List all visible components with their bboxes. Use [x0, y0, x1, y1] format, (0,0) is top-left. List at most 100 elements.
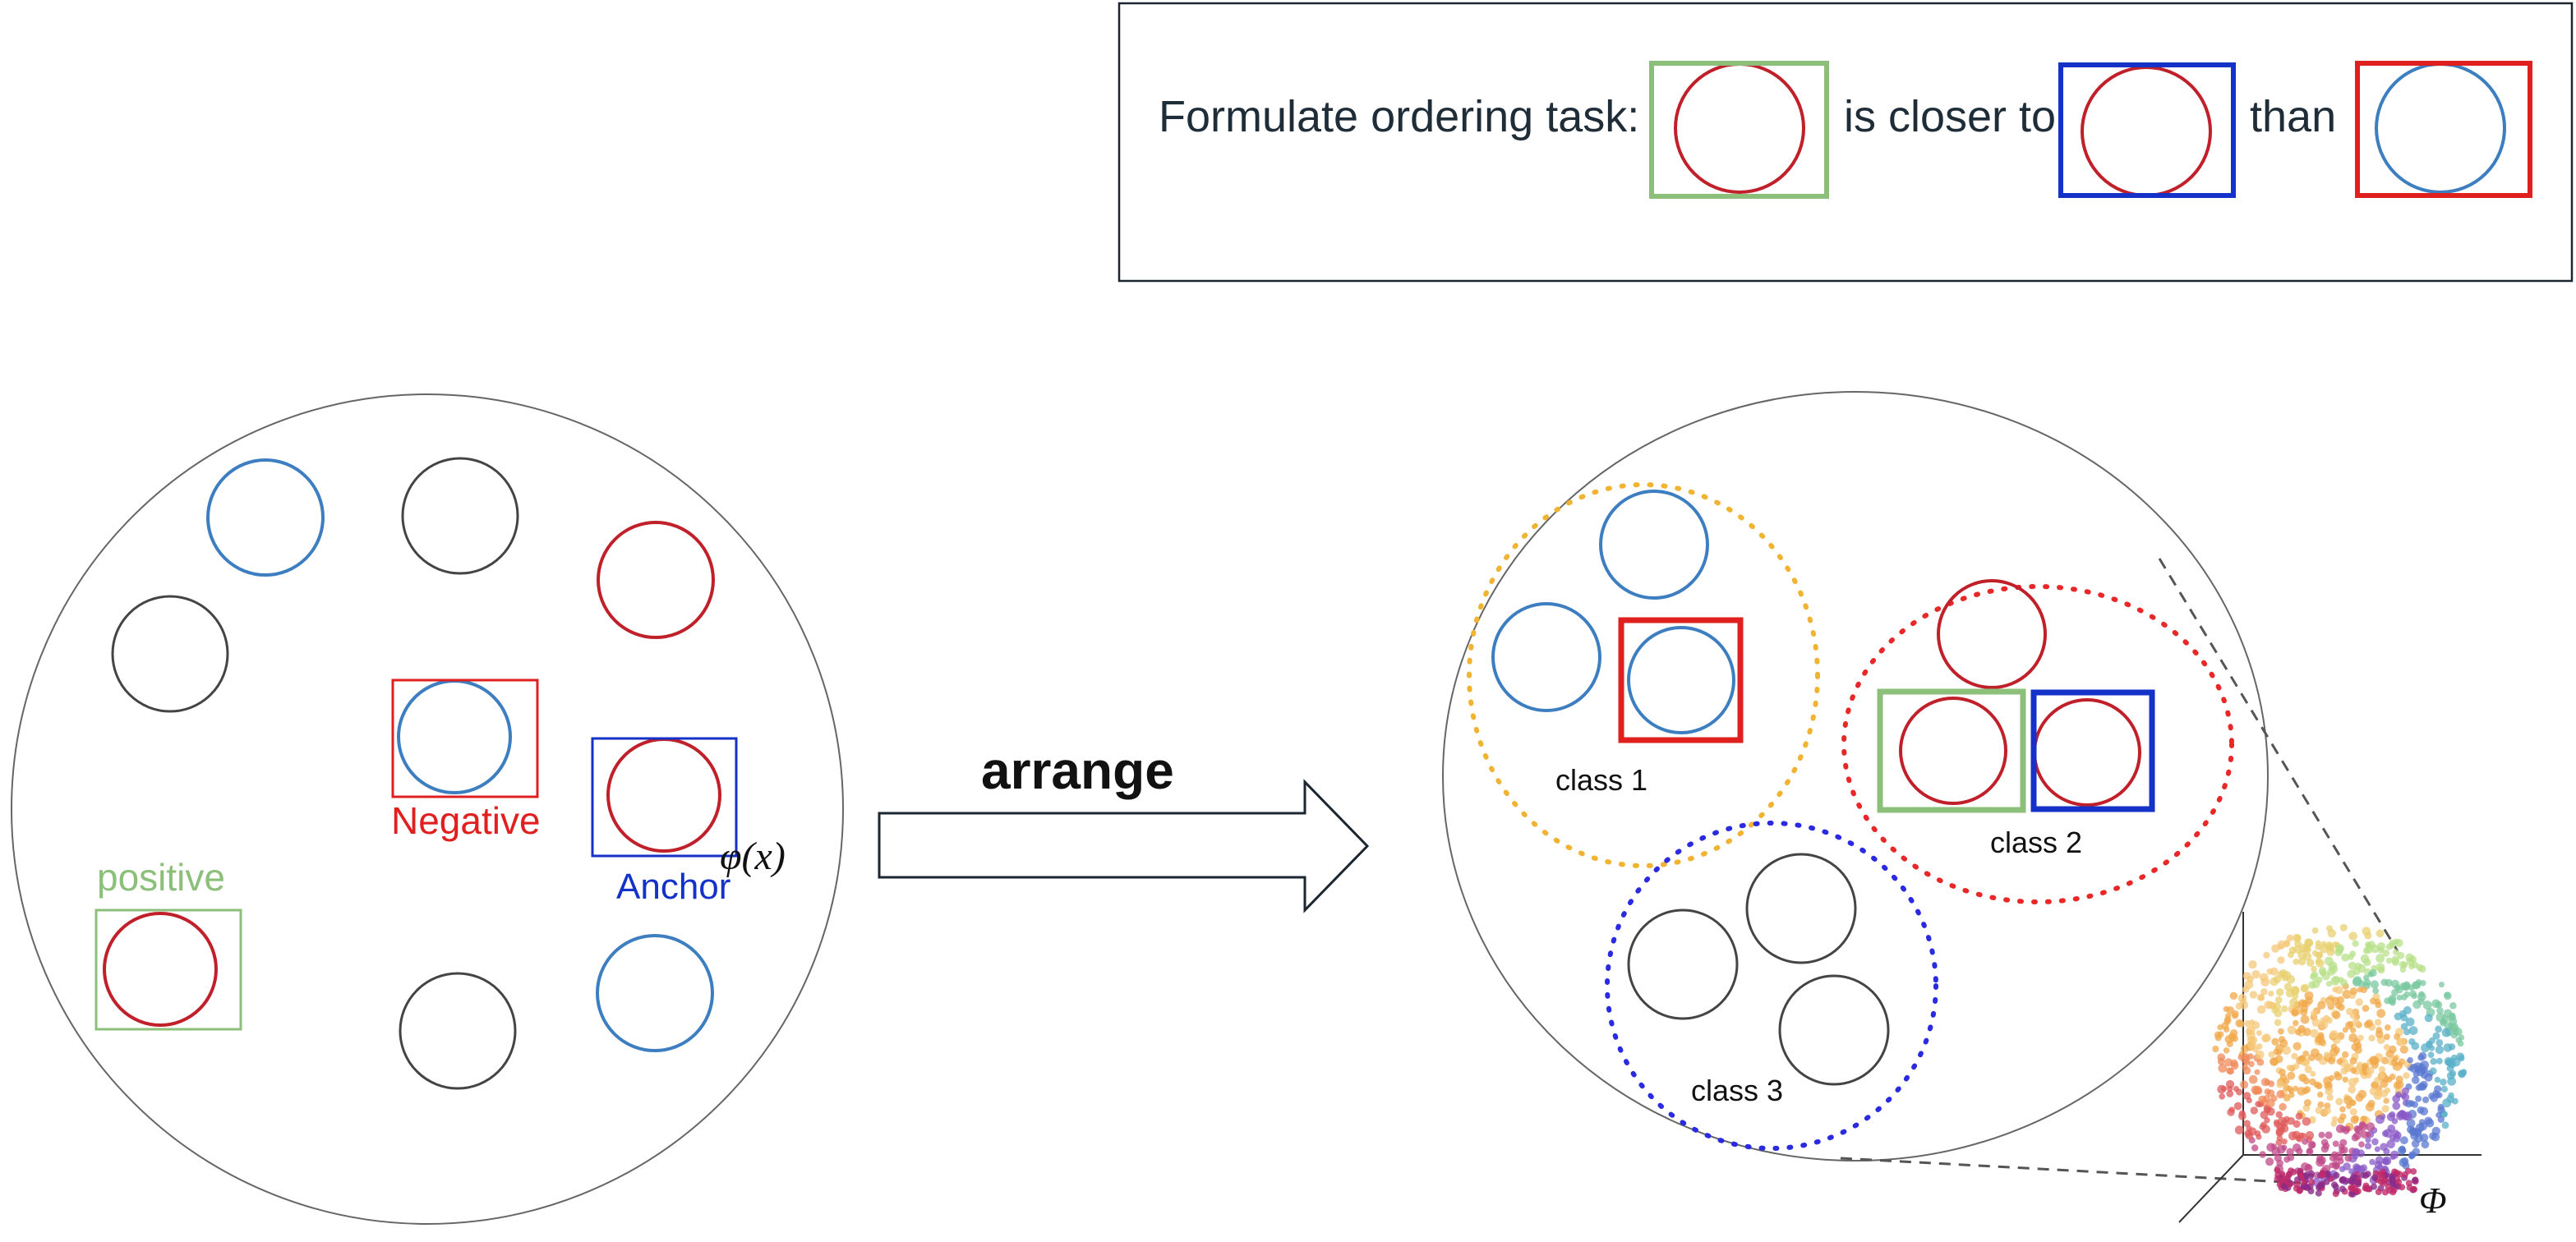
sphere-point [2265, 1157, 2274, 1166]
sphere-point [2386, 1187, 2394, 1194]
ferrari-rear-thumbnail [597, 521, 715, 639]
sphere-point [2348, 1178, 2355, 1185]
ordering-task-panel: Formulate ordering task: is closer to th… [1117, 2, 2574, 283]
sphere-point [2277, 970, 2284, 978]
sphere-point [2376, 929, 2385, 938]
sphere-point [2335, 1097, 2343, 1106]
closer-label: is closer to [1844, 92, 2056, 141]
sphere-point [2441, 1121, 2449, 1129]
sphere-point [2354, 1046, 2362, 1054]
class-1-cluster [1467, 482, 1820, 868]
sphere-point [2403, 1072, 2410, 1079]
sphere-point [2426, 1040, 2432, 1047]
sphere-point [2301, 1162, 2310, 1171]
sphere-point [2244, 1019, 2251, 1028]
sphere-point [2448, 1043, 2456, 1051]
sphere-point [2305, 996, 2314, 1005]
sphere-point [2281, 1138, 2288, 1145]
sphere-point [2366, 1066, 2375, 1075]
sphere-point [2337, 1157, 2344, 1165]
sphere-point [2339, 1113, 2347, 1120]
sphere-point [2392, 1102, 2401, 1111]
sphere-point [2293, 1143, 2302, 1152]
sphere-point [2275, 1111, 2283, 1119]
sphere-point [2339, 1106, 2346, 1113]
sphere-point [2303, 1099, 2311, 1106]
sphere-point [2291, 1052, 2298, 1060]
sphere-point [2326, 1094, 2334, 1102]
sphere-point [2276, 1081, 2283, 1088]
sphere-point [2318, 1131, 2325, 1138]
negative-frame [2355, 61, 2532, 198]
sphere-point [2258, 1095, 2266, 1104]
than-label: than [2250, 92, 2336, 141]
sphere-point [2297, 1024, 2306, 1033]
sphere-point [2263, 951, 2270, 959]
sphere-point [2256, 993, 2265, 1001]
sphere-point [2240, 1080, 2249, 1089]
sphere-point [2274, 1019, 2282, 1027]
sphere-point [2412, 981, 2422, 989]
sphere-point [2316, 977, 2323, 983]
panel-frame [1117, 2, 2574, 283]
sphere-point [2399, 1184, 2406, 1191]
sphere-point [2332, 1190, 2339, 1198]
sphere-point [2271, 1037, 2279, 1046]
sphere-point [2342, 1051, 2349, 1058]
sphere-point [2376, 954, 2385, 964]
anchor-frame [2058, 62, 2236, 198]
sphere-point [2324, 956, 2334, 966]
sphere-point [2256, 1134, 2262, 1140]
sphere-point [2411, 1101, 2418, 1108]
sphere-point [2385, 957, 2393, 964]
sphere-point [2226, 1040, 2233, 1047]
sphere-point [2343, 1064, 2352, 1073]
sphere-point [2218, 1063, 2228, 1073]
sphere-point [2370, 997, 2377, 1005]
sphere-point [2311, 1018, 2320, 1027]
sphere-point [2273, 1119, 2280, 1125]
sphere-point [2345, 1021, 2353, 1030]
sphere-point [2368, 1034, 2376, 1042]
sphere-point [2325, 1131, 2333, 1139]
sphere-point [2227, 1068, 2234, 1075]
sphere-point [2339, 1185, 2346, 1193]
sphere-point [2380, 1079, 2389, 1088]
hummer-white-thumbnail [596, 934, 714, 1052]
sphere-point [2332, 975, 2340, 983]
sphere-point [2286, 975, 2296, 984]
sphere-point [2422, 1000, 2432, 1010]
sphere-point [2289, 998, 2298, 1007]
sphere-point [2277, 943, 2284, 950]
sphere-point [2396, 994, 2403, 1001]
sphere-point [2242, 1092, 2251, 1100]
sphere-point [2251, 970, 2260, 979]
sphere-point [2307, 1188, 2315, 1194]
sphere-point [2403, 991, 2411, 998]
positive-frame [1649, 61, 1829, 199]
sphere-point [2349, 1012, 2357, 1019]
sphere-point [2437, 1103, 2445, 1111]
anchor-box [591, 737, 738, 858]
sphere-point [2317, 1000, 2326, 1010]
sphere-point [2315, 951, 2323, 959]
sphere-point [2214, 1031, 2222, 1039]
sphere-point [2415, 1123, 2425, 1133]
class-3-bentley-green-thumbnail [1745, 853, 1857, 964]
sphere-point [2385, 978, 2393, 987]
sphere-point [2330, 1120, 2338, 1127]
sphere-point [2232, 1012, 2238, 1019]
sphere-point [2318, 1181, 2325, 1189]
sphere-point [2300, 1133, 2306, 1139]
sphere-point [2440, 1085, 2448, 1092]
class-1-hummer-grey-thumbnail [1599, 490, 1709, 600]
sphere-point [2395, 1179, 2403, 1185]
sphere-point [2260, 1111, 2269, 1120]
sphere-point [2256, 1058, 2265, 1066]
sphere-point [2328, 1056, 2336, 1065]
sphere-point [2306, 959, 2315, 967]
sphere-point [2356, 1064, 2362, 1071]
sphere-point [2320, 1138, 2329, 1147]
sphere-point [2371, 1183, 2377, 1190]
sphere-point [2391, 1168, 2399, 1175]
